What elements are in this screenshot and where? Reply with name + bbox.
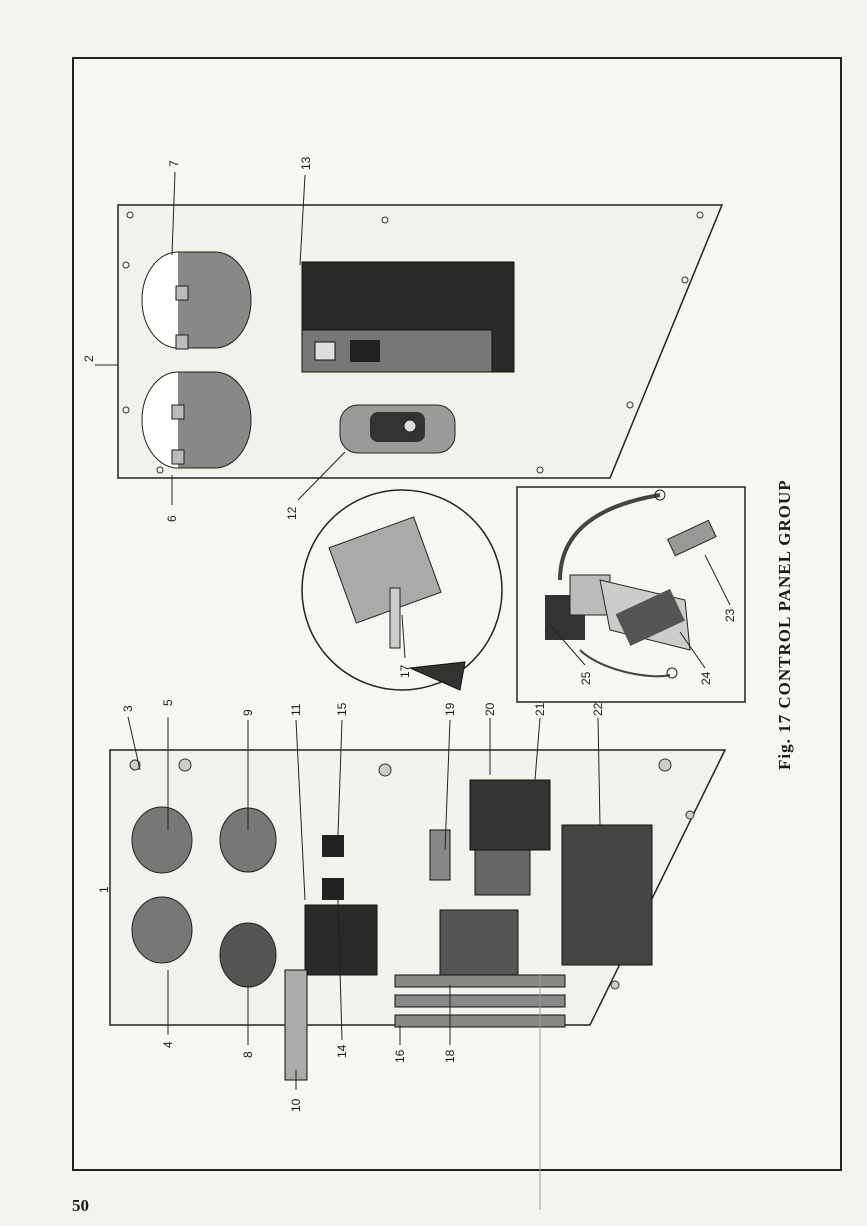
switch-12 [340, 405, 455, 453]
callout-20: 20 [483, 702, 497, 716]
rotary-switch-17 [302, 490, 502, 690]
terminal-inset [517, 487, 745, 702]
callout-18: 18 [443, 1049, 457, 1063]
callout-19: 19 [443, 702, 457, 716]
callout-21: 21 [533, 702, 547, 716]
callout-22: 22 [591, 702, 605, 716]
callout-8: 8 [241, 1051, 255, 1058]
callout-17: 17 [398, 664, 412, 678]
lower-panel-assembly [110, 750, 725, 1080]
callout-9: 9 [241, 709, 255, 716]
callout-6: 6 [165, 515, 179, 522]
callout-23: 23 [723, 608, 737, 622]
relay-13 [302, 262, 514, 372]
callout-1: 1 [97, 886, 111, 893]
callout-11: 11 [289, 703, 303, 716]
callout-25: 25 [579, 671, 593, 685]
figure-caption: Fig. 17 CONTROL PANEL GROUP [775, 479, 795, 770]
callout-5: 5 [161, 699, 175, 706]
callout-16: 16 [393, 1049, 407, 1063]
callout-13: 13 [299, 156, 313, 170]
callout-4: 4 [161, 1041, 175, 1048]
callout-10: 10 [289, 1098, 303, 1112]
page-number: 50 [72, 1196, 89, 1216]
callout-12: 12 [285, 506, 299, 520]
callout-7: 7 [167, 160, 181, 167]
callout-3: 3 [121, 705, 135, 712]
meter-6 [142, 372, 251, 468]
callout-15: 15 [335, 702, 349, 716]
callout-14: 14 [335, 1044, 349, 1058]
callout-24: 24 [699, 671, 713, 685]
upper-panel-assembly [118, 205, 722, 478]
callout-2: 2 [82, 355, 96, 362]
meter-7 [142, 252, 251, 349]
